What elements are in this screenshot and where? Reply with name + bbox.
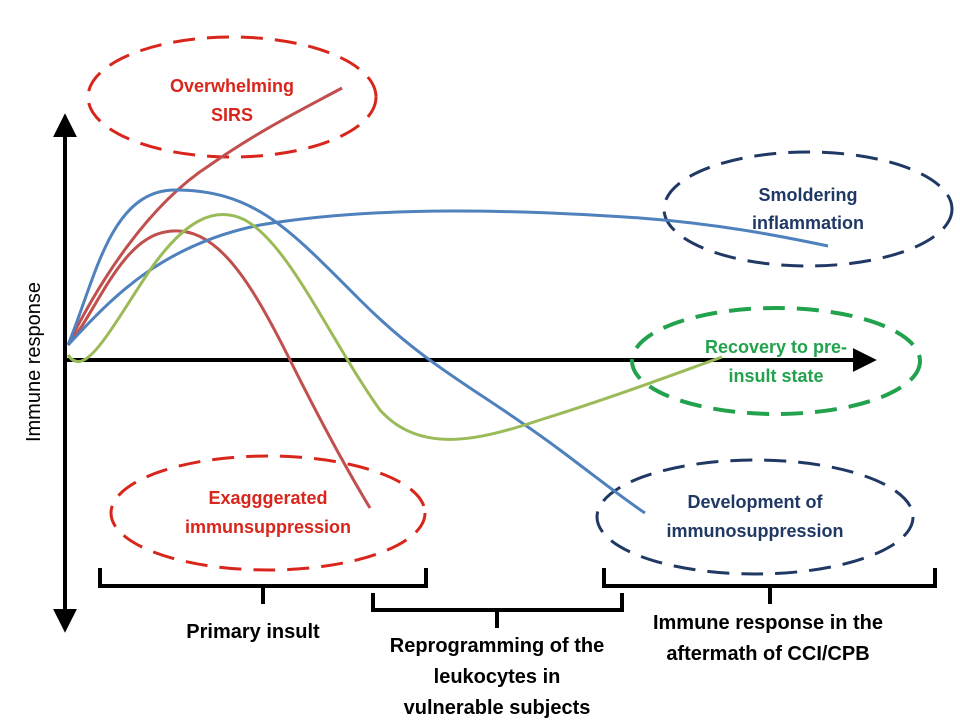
curve-red-exaggerated-immunosuppression: [66, 229, 372, 509]
y-axis-label: Immune response: [23, 282, 45, 442]
curve-red-overwhelming-sirs: [66, 86, 343, 346]
overwhelming-sirs-line2: SIRS: [211, 105, 253, 125]
phase-reprogramming-line1: Reprogramming of the: [390, 635, 604, 657]
smoldering-line2: inflammation: [752, 213, 864, 233]
ellipse-recovery: Recovery to pre- insult state: [630, 306, 922, 416]
exaggerated-line1: Exagggerated: [208, 488, 327, 508]
ellipse-development-immunosuppression: Development of immunosuppression: [595, 458, 915, 576]
phase-aftermath-line2: aftermath of CCI/CPB: [666, 643, 869, 665]
curve-blue-smoldering-inflammation: [66, 209, 829, 347]
smoldering-line1: Smoldering: [758, 185, 857, 205]
ellipse-overwhelming-sirs: Overwhelming SIRS: [86, 35, 378, 159]
development-line2: immunosuppression: [666, 521, 843, 541]
recovery-line1: Recovery to pre-: [705, 337, 847, 357]
development-line1: Development of: [687, 492, 823, 512]
phase-reprogramming-line2: leukocytes in: [434, 666, 561, 688]
curve-blue-development-immunosuppression: [66, 188, 646, 515]
bracket-reprogramming: [371, 593, 624, 628]
ellipse-smoldering-inflammation: Smoldering inflammation: [662, 150, 954, 268]
exaggerated-line2: immunsuppression: [185, 517, 351, 537]
bracket-primary-insult: [98, 568, 428, 604]
ellipse-exaggerated-immunosuppression: Exagggerated immunsuppression: [109, 454, 427, 572]
phase-aftermath-line1: Immune response in the: [653, 612, 883, 634]
curve-green-recovery: [66, 212, 723, 441]
phase-reprogramming-line3: vulnerable subjects: [404, 697, 591, 719]
phase-primary-insult: Primary insult: [186, 621, 320, 643]
bracket-aftermath: [602, 568, 937, 604]
recovery-line2: insult state: [728, 366, 823, 386]
overwhelming-sirs-line1: Overwhelming: [170, 76, 294, 96]
